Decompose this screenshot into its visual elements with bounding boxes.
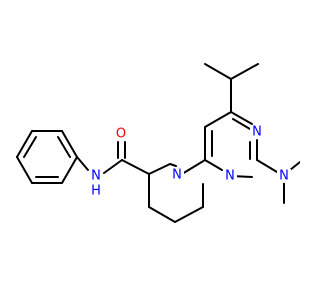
bond xyxy=(121,159,150,175)
bond-group xyxy=(16,63,300,223)
bond xyxy=(76,156,89,171)
svg-text:N: N xyxy=(279,169,289,184)
dimethylamino-nitrogen-atom: N xyxy=(277,169,291,184)
bond xyxy=(256,159,278,173)
bond xyxy=(204,63,232,80)
bond xyxy=(230,63,259,80)
bond xyxy=(230,111,253,125)
bond xyxy=(174,206,204,223)
svg-text:N: N xyxy=(172,168,182,183)
oxygen-atom: O xyxy=(114,127,128,142)
svg-text:N: N xyxy=(225,169,235,184)
bond xyxy=(169,163,177,167)
bond-double-inner xyxy=(23,136,37,158)
amide-hydrogen-atom: H xyxy=(89,184,103,199)
bond xyxy=(204,111,232,128)
bond xyxy=(61,156,78,184)
svg-text:O: O xyxy=(116,127,126,142)
svg-text:H: H xyxy=(91,184,101,199)
pyrimidine-nitrogen-3-atom: N xyxy=(250,125,264,140)
bond xyxy=(103,159,123,174)
bond xyxy=(148,206,176,223)
atom-label-group: O N H N N N N xyxy=(89,125,291,199)
bond-double-inner xyxy=(232,118,251,130)
bond xyxy=(148,163,171,175)
amide-nitrogen-atom: N xyxy=(89,169,103,184)
pyrimidine-nitrogen-1-atom: N xyxy=(223,169,237,184)
bond xyxy=(181,159,206,175)
bond xyxy=(204,159,223,171)
bond xyxy=(61,130,78,158)
piperidine-nitrogen-atom: N xyxy=(170,168,184,183)
molecule-canvas: O N H N N N N xyxy=(16,63,300,223)
molecule-structure: O N H N N N N xyxy=(16,63,300,223)
bond-double-inner xyxy=(57,136,71,158)
bond xyxy=(16,130,33,158)
svg-text:N: N xyxy=(91,169,101,184)
bond xyxy=(16,156,33,184)
bond xyxy=(289,161,300,171)
svg-text:N: N xyxy=(252,125,262,140)
